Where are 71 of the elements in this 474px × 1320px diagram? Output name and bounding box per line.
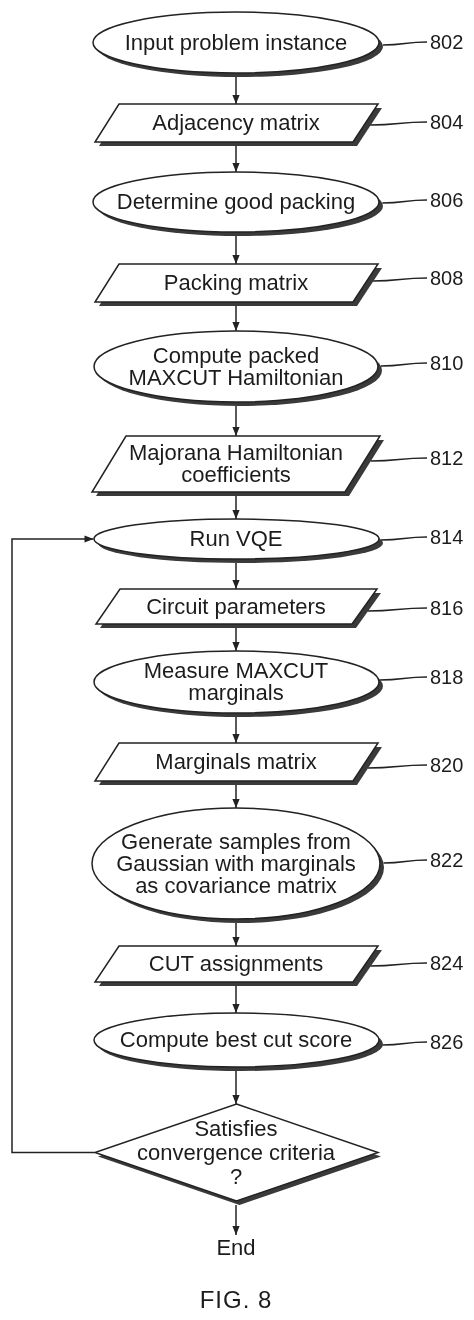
leader-line	[367, 764, 428, 769]
node-label: Compute packed MAXCUT Hamiltonian	[128, 342, 344, 390]
flow-arrow	[232, 562, 240, 590]
flow-arrow	[232, 716, 240, 744]
node-label: Measure MAXCUT marginals	[143, 658, 329, 705]
flow-arrow	[232, 627, 240, 652]
leader-line	[380, 536, 428, 541]
reference-numeral: 802	[430, 30, 464, 54]
node-label: Generate samples from Gaussian with marginals as covariance matrix	[116, 828, 356, 898]
node-label: Run VQE	[189, 526, 283, 551]
process-oval	[92, 1012, 384, 1072]
data-parallelogram	[93, 263, 383, 307]
process-oval	[92, 171, 384, 237]
flow-arrow	[232, 235, 240, 265]
leader-line	[382, 41, 428, 46]
flow-arrow	[232, 76, 240, 105]
flow-arrow	[232, 305, 240, 332]
figure-caption: FIG. 8	[199, 1286, 273, 1314]
node-label: Determine good packing	[116, 189, 356, 214]
leader-line	[370, 457, 428, 462]
leader-line	[367, 607, 428, 612]
decision-diamond	[93, 1103, 383, 1206]
reference-numeral: 818	[430, 665, 464, 689]
reference-numeral: 804	[430, 110, 464, 134]
flow-arrow	[232, 405, 240, 437]
reference-numeral: 824	[430, 951, 464, 975]
data-parallelogram	[94, 588, 382, 629]
reference-numeral: 806	[430, 188, 464, 212]
node-label: CUT assignments	[148, 951, 324, 976]
process-oval	[92, 650, 384, 718]
process-oval	[92, 11, 384, 78]
feedback-arrow	[11, 535, 96, 1154]
leader-line	[369, 121, 428, 126]
node-label: Input problem instance	[124, 29, 348, 55]
reference-numeral: 810	[430, 351, 464, 375]
flow-arrow	[232, 985, 240, 1014]
flow-arrow	[232, 145, 240, 173]
data-parallelogram	[93, 742, 383, 786]
end-label: End	[216, 1236, 256, 1260]
leader-line	[379, 676, 428, 681]
reference-numeral: 816	[430, 596, 464, 620]
node-label: Marginals matrix	[155, 749, 317, 774]
flow-arrow	[232, 495, 240, 520]
node-label: Majorana Hamiltonian coefficients	[129, 440, 343, 487]
reference-numeral: 822	[430, 848, 464, 872]
node-label: Compute best cut score	[119, 1027, 353, 1052]
reference-numeral: 814	[430, 525, 464, 549]
process-oval	[92, 518, 384, 564]
reference-numeral: 808	[430, 266, 464, 290]
leader-line	[382, 859, 428, 864]
leader-line	[380, 362, 428, 367]
process-oval	[91, 807, 385, 924]
node-label: Adjacency matrix	[152, 110, 320, 135]
flow-arrow	[232, 1204, 240, 1236]
leader-line	[372, 277, 428, 282]
leader-line	[381, 1041, 428, 1046]
data-parallelogram	[93, 103, 383, 147]
leader-line	[369, 962, 428, 967]
reference-numeral: 826	[430, 1030, 464, 1054]
flow-arrow	[232, 784, 240, 809]
node-label: Packing matrix	[163, 270, 309, 295]
leader-line	[381, 199, 428, 204]
flow-arrow	[232, 1070, 240, 1105]
data-parallelogram	[91, 435, 385, 497]
process-oval	[93, 330, 383, 407]
data-parallelogram	[93, 945, 383, 987]
node-label: Satisfies convergence criteria ?	[136, 1115, 336, 1189]
node-label: Circuit parameters	[146, 593, 326, 619]
reference-numeral: 812	[430, 446, 464, 470]
flow-arrow	[232, 922, 240, 947]
reference-numeral: 820	[430, 753, 464, 777]
